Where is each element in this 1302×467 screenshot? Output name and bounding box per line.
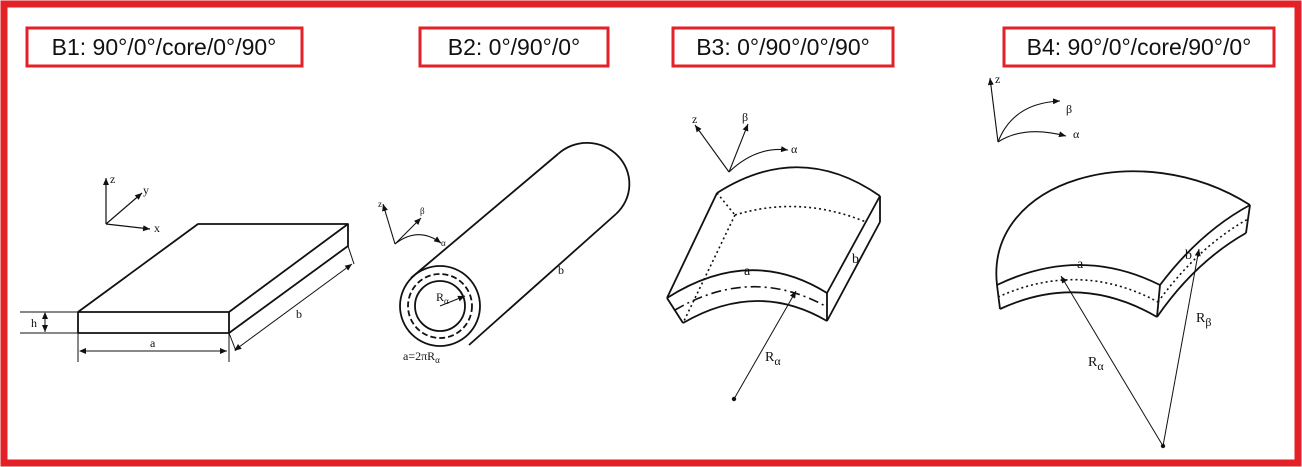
panel-b3-midsurface [674,285,828,311]
panel-b3-axis-z: z [692,112,697,126]
panel-b4-label-radius-a: Rα [1088,355,1104,373]
panel-b4: B4: 90°/0°/core/90°/0° z β α [987,26,1276,449]
panel-b2-radius-symbol: R [436,290,444,304]
panel-b1-dim-b [228,245,355,352]
panel-b2-title: B2: 0°/90°/0° [448,34,580,60]
panel-b1: B1: 90°/0°/core/0°/90° z y x h a [20,26,355,362]
panel-b3-axis-beta: β [742,110,748,124]
panel-b1-label-b: b [296,307,302,321]
panel-b2-axis-beta: β [420,206,425,216]
panel-b4-radius-a-sub: α [1097,359,1104,373]
panel-b4-axis-beta: β [1066,102,1072,116]
panel-b4-title-box [1002,26,1276,68]
panel-b3-label-b: b [852,252,859,267]
panel-b4-label-b: b [1185,248,1192,263]
panel-b1-axis-z: z [110,172,115,186]
panel-b2-axis-z: z [378,199,382,209]
panel-b1-axis-x: x [154,221,160,235]
panel-b2-radius-sub: α [444,296,449,306]
panel-b3-radius-symbol: R [765,350,775,365]
panel-b3-title: B3: 0°/90°/0°/90° [696,34,870,60]
panel-b4-axis-alpha: α [1073,127,1080,141]
panel-b4-radius-b-symbol: R [1196,311,1206,326]
panel-b3-label-radius: Rα [765,350,781,368]
panel-b1-title: B1: 90°/0°/core/0°/90° [52,34,277,60]
panel-b1-label-h: h [31,316,37,330]
panel-b1-axis-y: y [143,183,149,197]
panel-b4-label-radius-b: Rβ [1196,311,1211,329]
panel-b1-plate [77,223,349,334]
panel-b3-center-dot [731,396,737,402]
panel-b4-radius-a-symbol: R [1088,355,1098,370]
panel-b3-axis-alpha: α [791,142,798,156]
panel-b3-hidden-edges [682,192,867,324]
panel-b2-circumference-sub: α [435,355,440,365]
panel-b2-axes [382,203,442,245]
panel-b4-axis-z: z [995,72,1000,86]
panel-b1-axes [103,178,151,232]
panel-b2-axis-alpha: α [441,238,446,248]
panel-b3-label-a: a [744,264,751,279]
panel-b2: B2: 0°/90°/0° z β α Rα a=2πRα b [378,26,631,365]
panel-b4-axes [987,77,1067,143]
panel-b3-radius-sub: α [774,354,781,368]
panel-b1-title-box [25,26,304,68]
panel-b3-axes [694,123,789,173]
panel-b3: B3: 0°/90°/0°/90° z β α [666,26,895,402]
panel-b4-label-a: a [1077,257,1084,272]
panel-b2-label-circumference: a=2πRα [403,349,440,365]
panel-b1-label-a: a [150,336,156,350]
panel-b4-midsurface [997,218,1249,303]
panel-b4-shell [995,170,1251,318]
panel-b4-radius-b-sub: β [1205,315,1211,329]
panel-b2-label-radius: Rα [436,290,449,306]
panel-b2-circumference-text: a=2πR [403,349,435,363]
panel-b3-radius-line [733,290,797,400]
panel-b1-dim-h [20,311,78,334]
panel-b4-title: B4: 90°/0°/core/90°/0° [1027,34,1252,60]
panel-b3-title-box [671,26,895,68]
panel-b2-title-box [418,26,610,68]
panel-b2-cylinder [399,141,631,347]
panel-b2-radius-line [439,295,466,307]
panel-b2-label-b: b [558,263,564,277]
panel-b3-shell [666,166,881,324]
panel-b1-dim-a [77,333,230,362]
panel-b4-radius-lines [1060,248,1201,447]
panel-b4-center-dot [1160,443,1166,449]
